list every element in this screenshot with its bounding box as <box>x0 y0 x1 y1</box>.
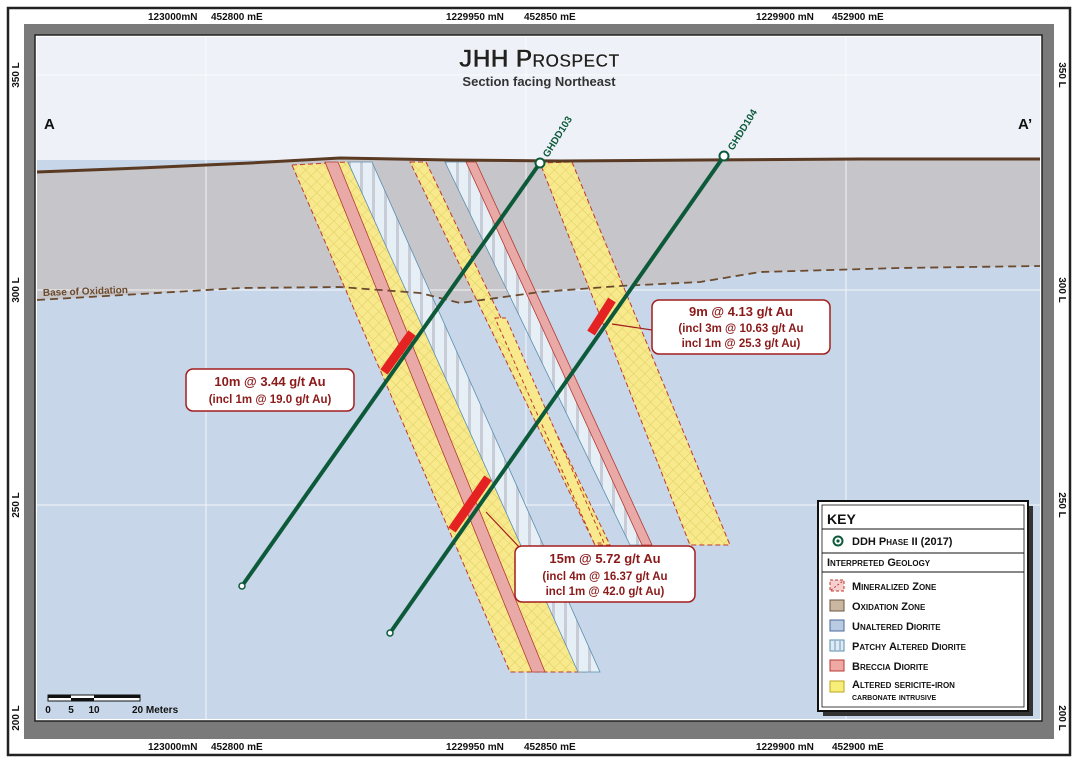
breccia-band-central <box>465 161 653 546</box>
svg-text:Unaltered Diorite: Unaltered Diorite <box>852 621 941 633</box>
legend-item-breccia-diorite: Breccia Diorite <box>829 659 929 673</box>
svg-text:Patchy Altered Diorite: Patchy Altered Diorite <box>852 641 967 653</box>
scale-tick-5: 5 <box>68 705 74 716</box>
drillholes <box>238 150 730 637</box>
intercept-callout-3: 9m @ 4.13 g/t Au (incl 3m @ 10.63 g/t Au… <box>611 299 831 355</box>
alteration-lens-central <box>494 317 605 544</box>
grid-top-northing-1: 123000mN <box>148 12 197 23</box>
base-of-oxidation-line <box>37 265 1040 304</box>
intercept-bar-2 <box>448 475 492 533</box>
elevation-left-250: 250 L <box>11 492 22 518</box>
base-of-oxidation-label: Base of Oxidation <box>43 285 128 299</box>
legend-key: KEY DDH Phase II (2017) Interpreted Geol… <box>817 500 1033 716</box>
oxidation-zone-area <box>37 158 1040 303</box>
grid-top-easting-1: 452800 mE <box>211 12 263 23</box>
grid-top-northing-3: 1229900 mN <box>756 12 814 23</box>
section-end-a: A <box>44 116 55 133</box>
svg-text:Mineralized Zone: Mineralized Zone <box>852 581 937 593</box>
intercept-1-line-1: 10m @ 3.44 g/t Au <box>214 374 325 389</box>
elevation-left-300: 300 L <box>11 277 22 303</box>
intercept-2-line-1: 15m @ 5.72 g/t Au <box>549 551 660 566</box>
drillhole-collar-ghdd103 <box>534 157 546 169</box>
patchy-band-west <box>347 161 601 673</box>
elevation-left-200: 200 L <box>11 705 22 731</box>
drillhole-end-ghdd103 <box>238 582 246 590</box>
intercept-bar-3 <box>587 297 616 336</box>
elevation-labels-right: 350 L 300 L 250 L 200 L <box>1056 62 1067 731</box>
intercept-callout-1: 10m @ 3.44 g/t Au (incl 1m @ 19.0 g/t Au… <box>185 368 355 412</box>
grid-labels-bottom: 123000mN 452800 mE 1229950 mN 452850 mE … <box>148 742 884 753</box>
drillhole-end-ghdd104 <box>386 629 394 637</box>
legend-item-patchy-altered-diorite: Patchy Altered Diorite <box>829 639 967 653</box>
elevation-right-300: 300 L <box>1056 277 1067 303</box>
elevation-labels-left: 350 L 300 L 250 L 200 L <box>11 62 22 731</box>
legend-item-unaltered-diorite: Unaltered Diorite <box>829 619 941 633</box>
intercept-3-line-3: incl 1m @ 25.3 g/t Au) <box>682 338 801 350</box>
scale-tick-0: 0 <box>45 705 51 716</box>
intercept-1-line-2: (incl 1m @ 19.0 g/t Au) <box>209 394 332 406</box>
scale-tick-20: 20 Meters <box>132 705 179 716</box>
legend-geology-heading: Interpreted Geology <box>827 557 931 569</box>
intercept-2-line-3: incl 1m @ 42.0 g/t Au) <box>546 586 665 598</box>
svg-text:carbonate intrusive: carbonate intrusive <box>852 692 937 703</box>
grid-bottom-northing-1: 123000mN <box>148 742 197 753</box>
intercept-3-line-2: (incl 3m @ 10.63 g/t Au <box>678 323 803 335</box>
grid-labels-top: 123000mN 452800 mE 1229950 mN 452850 mE … <box>148 12 884 23</box>
intercept-bar-1 <box>380 330 416 375</box>
scale-bar: 0 5 10 20 Meters <box>45 694 179 716</box>
topographic-surface <box>37 156 1040 174</box>
legend-item-altered-intrusive: Altered sericite-iron carbonate intrusiv… <box>829 679 955 703</box>
grid-bottom-northing-3: 1229900 mN <box>756 742 814 753</box>
legend-item-oxidation-zone: Oxidation Zone <box>829 599 926 613</box>
legend-ddh-label: DDH Phase II (2017) <box>852 536 953 548</box>
intercept-2-line-2: (incl 4m @ 16.37 g/t Au <box>542 571 667 583</box>
grid-bottom-easting-2: 452850 mE <box>524 742 576 753</box>
svg-text:Oxidation Zone: Oxidation Zone <box>852 601 926 613</box>
intercept-callout-2: 15m @ 5.72 g/t Au (incl 4m @ 16.37 g/t A… <box>485 511 696 603</box>
grid-top-northing-2: 1229950 mN <box>446 12 504 23</box>
sky-area <box>37 37 1040 177</box>
grid-bottom-easting-3: 452900 mE <box>832 742 884 753</box>
elevation-right-250: 250 L <box>1056 492 1067 518</box>
svg-text:Altered sericite-iron: Altered sericite-iron <box>852 679 955 691</box>
intercept-3-line-1: 9m @ 4.13 g/t Au <box>689 304 793 319</box>
drillhole-collar-ghdd104 <box>718 150 730 162</box>
map-subtitle: Section facing Northeast <box>462 74 616 89</box>
legend-box <box>817 500 1029 712</box>
section-end-a-prime: A’ <box>1018 116 1032 133</box>
map-title: JHH Prospect <box>459 45 620 73</box>
scale-tick-10: 10 <box>88 705 100 716</box>
alteration-band-east <box>539 161 731 546</box>
legend-title: KEY <box>827 511 856 527</box>
elevation-left-350: 350 L <box>11 62 22 88</box>
svg-text:Breccia Diorite: Breccia Diorite <box>852 661 929 673</box>
elevation-right-200: 200 L <box>1056 705 1067 731</box>
drillhole-ghdd104-trace <box>388 154 726 635</box>
drillhole-ghdd103-trace <box>240 161 542 588</box>
elevation-right-350: 350 L <box>1056 62 1067 88</box>
grid-top-easting-2: 452850 mE <box>524 12 576 23</box>
grid-top-easting-3: 452900 mE <box>832 12 884 23</box>
grid-bottom-northing-2: 1229950 mN <box>446 742 504 753</box>
grid-bottom-easting-1: 452800 mE <box>211 742 263 753</box>
legend-item-mineralized-zone: Mineralized Zone <box>829 579 937 593</box>
